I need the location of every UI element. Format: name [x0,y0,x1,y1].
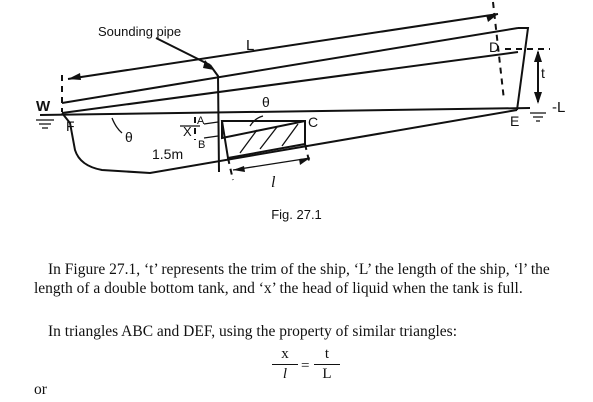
trim-arrow [505,48,550,104]
point-a-label: A [197,115,205,127]
theta-top-label: θ [262,94,270,110]
ship-hull [61,27,530,175]
double-bottom-tank [220,120,311,181]
equals-sign: = [301,358,310,374]
point-b-label: B [198,139,205,151]
trim-label: t [541,65,545,81]
sounding-pipe [155,37,220,173]
ship-length-label: L [246,37,254,54]
ship-trim-figure: Sounding pipe L D t W -L F θ θ A X B C E… [36,1,565,191]
point-c-label: C [308,114,318,130]
paragraph-similar-triangles: In triangles ABC and DEF, using the prop… [48,323,458,340]
point-d-label: D [489,39,499,55]
length-arrow [61,1,505,112]
fraction-numerator-t: t [314,346,340,365]
angle-markers [111,115,264,140]
point-f-label: F [66,118,75,134]
ratio-formula: x l = t L [0,346,593,396]
fraction-numerator-x: x [272,346,298,365]
waterline-w-label: W [36,98,51,115]
figure-caption: Fig. 27.1 [271,207,322,222]
distance-label: 1.5m [152,146,183,162]
waterline-l-label: -L [552,99,565,116]
fraction-denominator-L: L [322,366,332,382]
paragraph-definitions: In Figure 27.1, ‘t’ represents the trim … [34,261,550,297]
theta-left-label: θ [125,129,133,145]
point-e-label: E [510,113,519,129]
fraction-denominator-l: l [282,366,288,382]
fraction-x-over-l: x l [272,346,298,383]
or-connector: or [34,381,47,398]
tank-length-label: l [271,174,276,191]
sounding-pipe-label: Sounding pipe [98,24,181,39]
waterline [36,107,546,129]
fraction-t-over-l: t L [314,346,340,383]
head-x-label: X [183,124,192,139]
